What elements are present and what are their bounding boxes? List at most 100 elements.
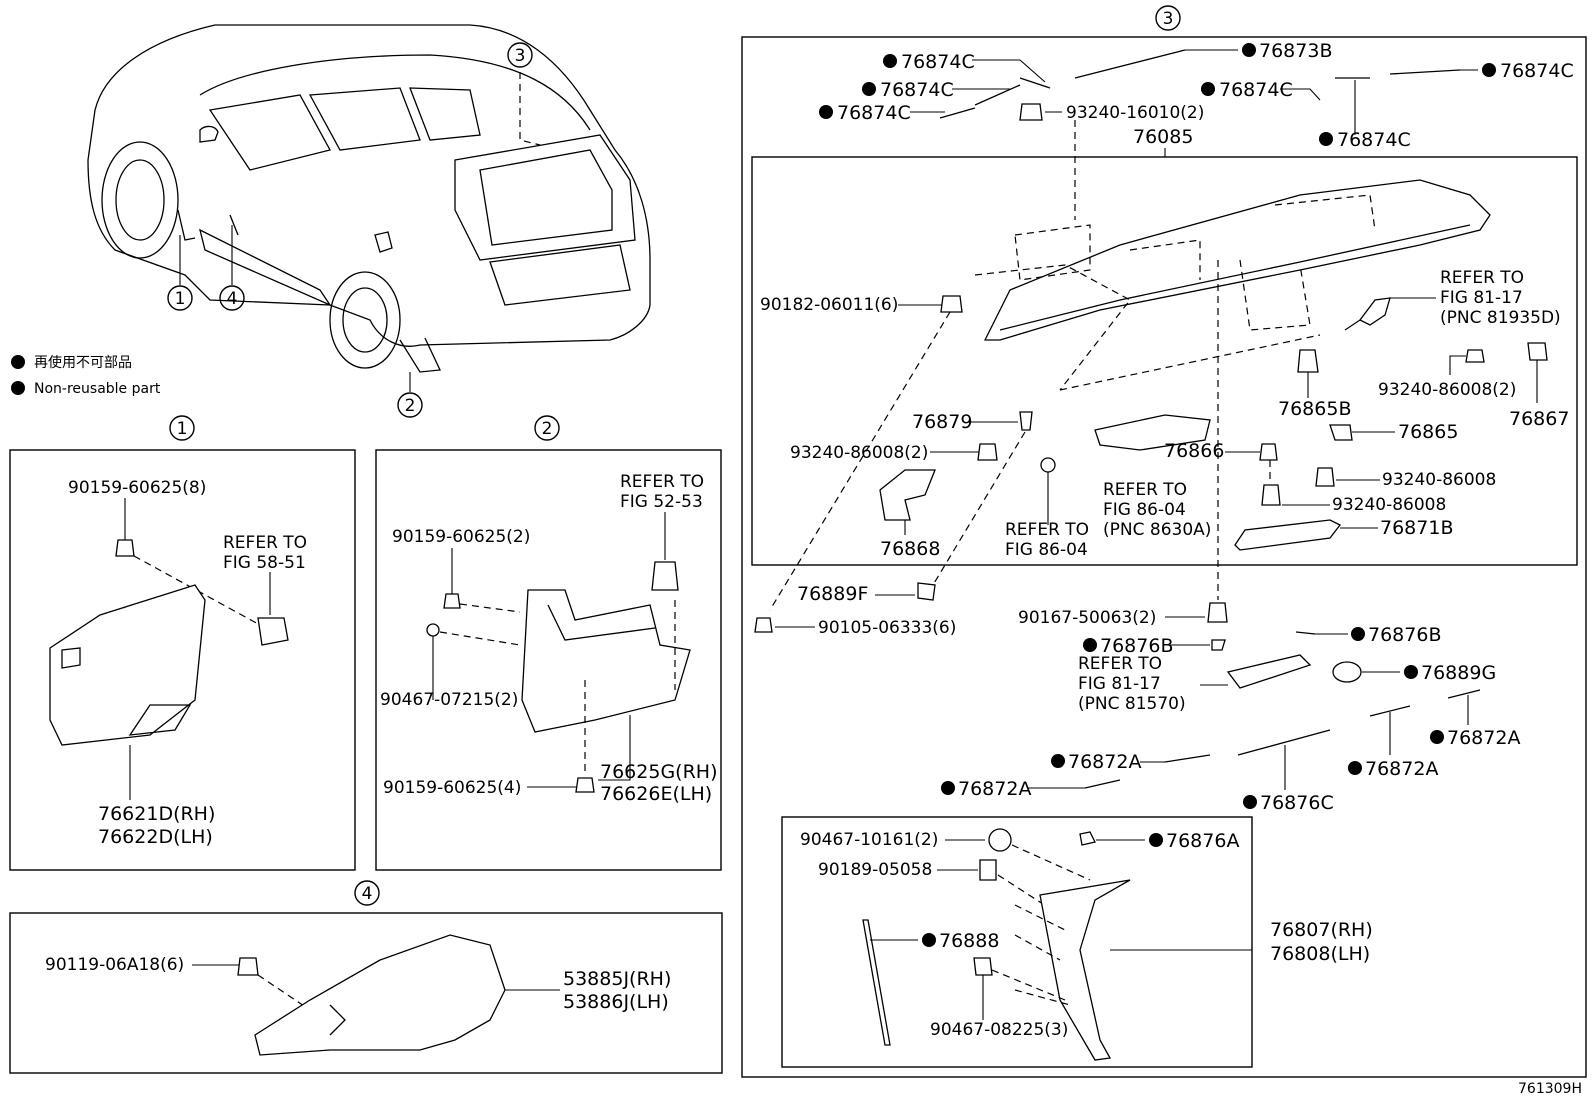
clip-icon bbox=[973, 957, 993, 976]
part-76868: 76868 bbox=[880, 538, 940, 560]
section-3-marker: 3 bbox=[1163, 9, 1174, 29]
part-76876c: 76876C bbox=[1260, 792, 1334, 814]
refer-a-1: REFER TO bbox=[1103, 480, 1187, 500]
section-4: 4 90119-06A18(6) 53885J(RH) 53886J(LH) bbox=[9, 880, 723, 1074]
part-76889f: 76889F bbox=[797, 583, 868, 605]
garnish-subbox bbox=[781, 816, 1253, 1068]
refer-line-2: FIG 58-51 bbox=[223, 553, 306, 573]
clip-icon bbox=[754, 617, 773, 633]
part-76871b: 76871B bbox=[1380, 517, 1453, 539]
part-lh: 53886J(LH) bbox=[563, 991, 669, 1013]
section-1-box bbox=[9, 449, 356, 871]
part-76866: 76866 bbox=[1164, 440, 1224, 462]
bolt-top-label: 90159-60625(2) bbox=[392, 527, 530, 547]
marker-circle-3 bbox=[507, 42, 533, 68]
nut-icon bbox=[940, 295, 963, 313]
figure-code: 761309H bbox=[1518, 1081, 1582, 1097]
part-76872a-b: 76872A bbox=[1365, 758, 1438, 780]
refer-line-1: REFER TO bbox=[620, 472, 704, 492]
refer-8117b-3: (PNC 81570) bbox=[1078, 694, 1186, 714]
grommet-icon bbox=[1332, 661, 1362, 683]
clip-icon bbox=[257, 617, 289, 646]
clip-90105-label: 90105-06333(6) bbox=[818, 618, 956, 638]
refer-b-2: FIG 86-04 bbox=[1005, 540, 1088, 560]
refer-8117b-2: FIG 81-17 bbox=[1078, 674, 1161, 694]
part-lh: 76622D(LH) bbox=[98, 826, 213, 848]
clip-90189-label: 90189-05058 bbox=[818, 860, 932, 880]
non-reusable-dot-icon bbox=[11, 381, 25, 395]
spoiler-label: 76085 bbox=[1133, 126, 1193, 148]
part-76879: 76879 bbox=[912, 411, 972, 433]
bolt-label: 90159-60625(8) bbox=[68, 478, 206, 498]
screw-top-label: 93240-16010(2) bbox=[1066, 103, 1204, 123]
screw-icon bbox=[977, 443, 998, 461]
retainer-icon bbox=[979, 859, 997, 881]
screw-b-label: 93240-86008 bbox=[1332, 495, 1446, 515]
bolt-icon bbox=[1207, 602, 1228, 623]
clip-icon bbox=[917, 582, 936, 601]
pad-icon bbox=[1211, 639, 1226, 651]
part-rh: 76625G(RH) bbox=[600, 761, 717, 783]
refer-a-2: FIG 86-04 bbox=[1103, 500, 1186, 520]
bolt-90167-label: 90167-50063(2) bbox=[1018, 608, 1156, 628]
part-76874c-b: 76874C bbox=[880, 79, 954, 101]
rear-spoiler bbox=[983, 179, 1491, 341]
section-4-box bbox=[9, 912, 723, 1074]
section-2: 2 REFER TO FIG 52-53 90159-60625(2) 9046… bbox=[375, 415, 722, 871]
clip-icon bbox=[651, 561, 679, 591]
refer-8117a-1: REFER TO bbox=[1440, 268, 1524, 288]
section-3: 3 76874C 76873B 76874C 76874C 93240-1601… bbox=[741, 5, 1587, 1078]
lamp-housing bbox=[1094, 414, 1211, 451]
part-76865: 76865 bbox=[1398, 421, 1458, 443]
lamp-strip bbox=[1226, 654, 1312, 689]
clip-icon bbox=[1329, 424, 1353, 441]
nut-label: 90182-06011(6) bbox=[760, 295, 898, 315]
section-4-marker: 4 bbox=[362, 884, 373, 904]
bolt-icon bbox=[443, 593, 461, 609]
seal-76888 bbox=[862, 919, 891, 1046]
screw-icon bbox=[1465, 349, 1485, 363]
section-1-marker: 1 bbox=[177, 419, 188, 439]
part-76865b: 76865B bbox=[1278, 398, 1351, 420]
bolt-label: 90119-06A18(6) bbox=[45, 955, 184, 975]
clip-icon bbox=[1040, 457, 1056, 473]
bolt-icon bbox=[575, 777, 595, 793]
clip-10161-label: 90467-10161(2) bbox=[800, 830, 938, 850]
part-76872a-d: 76872A bbox=[958, 778, 1031, 800]
cover-76871b bbox=[1234, 519, 1341, 551]
mudguard-rear bbox=[521, 589, 691, 733]
garnish-76807 bbox=[1039, 879, 1131, 1061]
section-2-marker: 2 bbox=[542, 419, 553, 439]
bolt-icon bbox=[237, 957, 259, 976]
bolt-bottom-label: 90159-60625(4) bbox=[383, 778, 521, 798]
garnish-lh: 76808(LH) bbox=[1270, 943, 1370, 965]
refer-a-3: (PNC 8630A) bbox=[1103, 520, 1211, 540]
refer-8117a-2: FIG 81-17 bbox=[1440, 288, 1523, 308]
screw-right-label: 93240-86008(2) bbox=[1378, 380, 1516, 400]
connector-icon bbox=[1359, 297, 1391, 326]
garnish-rh: 76807(RH) bbox=[1270, 919, 1373, 941]
part-76876b-a: 76876B bbox=[1100, 635, 1173, 657]
bracket-76868 bbox=[879, 469, 936, 521]
bolt-icon bbox=[115, 539, 135, 557]
part-rh: 76621D(RH) bbox=[98, 803, 215, 825]
part-76874c-a: 76874C bbox=[901, 51, 975, 73]
clip-icon bbox=[1297, 349, 1319, 373]
vehicle-overview: 1 4 2 3 bbox=[87, 24, 651, 418]
refer-8117b-1: REFER TO bbox=[1078, 654, 1162, 674]
screw-icon bbox=[1261, 484, 1281, 506]
clip-icon bbox=[1259, 443, 1278, 461]
marker-1: 1 bbox=[175, 289, 186, 309]
refer-line-2: FIG 52-53 bbox=[620, 492, 703, 512]
section-3-box bbox=[741, 36, 1587, 1078]
legend-jp: 再使用不可部品 bbox=[34, 354, 132, 371]
part-76876b-b: 76876B bbox=[1368, 624, 1441, 646]
part-76889g: 76889G bbox=[1421, 662, 1496, 684]
part-76888: 76888 bbox=[939, 930, 999, 952]
marker-circle-4 bbox=[219, 285, 245, 311]
part-76876a: 76876A bbox=[1166, 830, 1239, 852]
legend-en: Non-reusable part bbox=[34, 381, 161, 397]
section-2-box bbox=[375, 449, 722, 871]
part-76874c-f: 76874C bbox=[1500, 60, 1574, 82]
